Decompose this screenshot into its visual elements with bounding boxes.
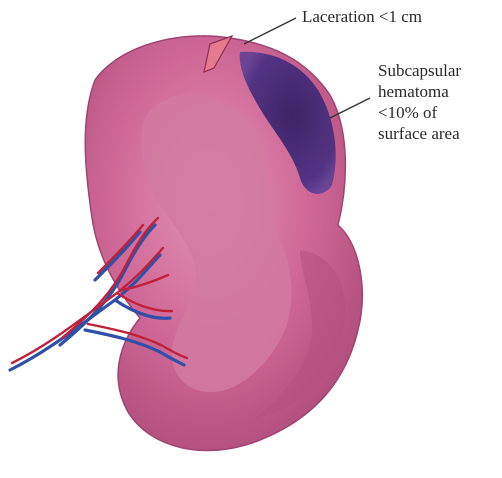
hematoma-label-line-1: Subcapsular: [378, 60, 502, 81]
laceration-label: Laceration <1 cm: [302, 6, 422, 27]
hematoma-label-line-2: hematoma: [378, 81, 502, 102]
hematoma-label-line-4: surface area: [378, 123, 502, 144]
laceration-leader-line: [244, 18, 296, 44]
hematoma-label: Subcapsular hematoma <10% of surface are…: [378, 60, 502, 144]
hematoma-label-line-3: <10% of: [378, 102, 502, 123]
